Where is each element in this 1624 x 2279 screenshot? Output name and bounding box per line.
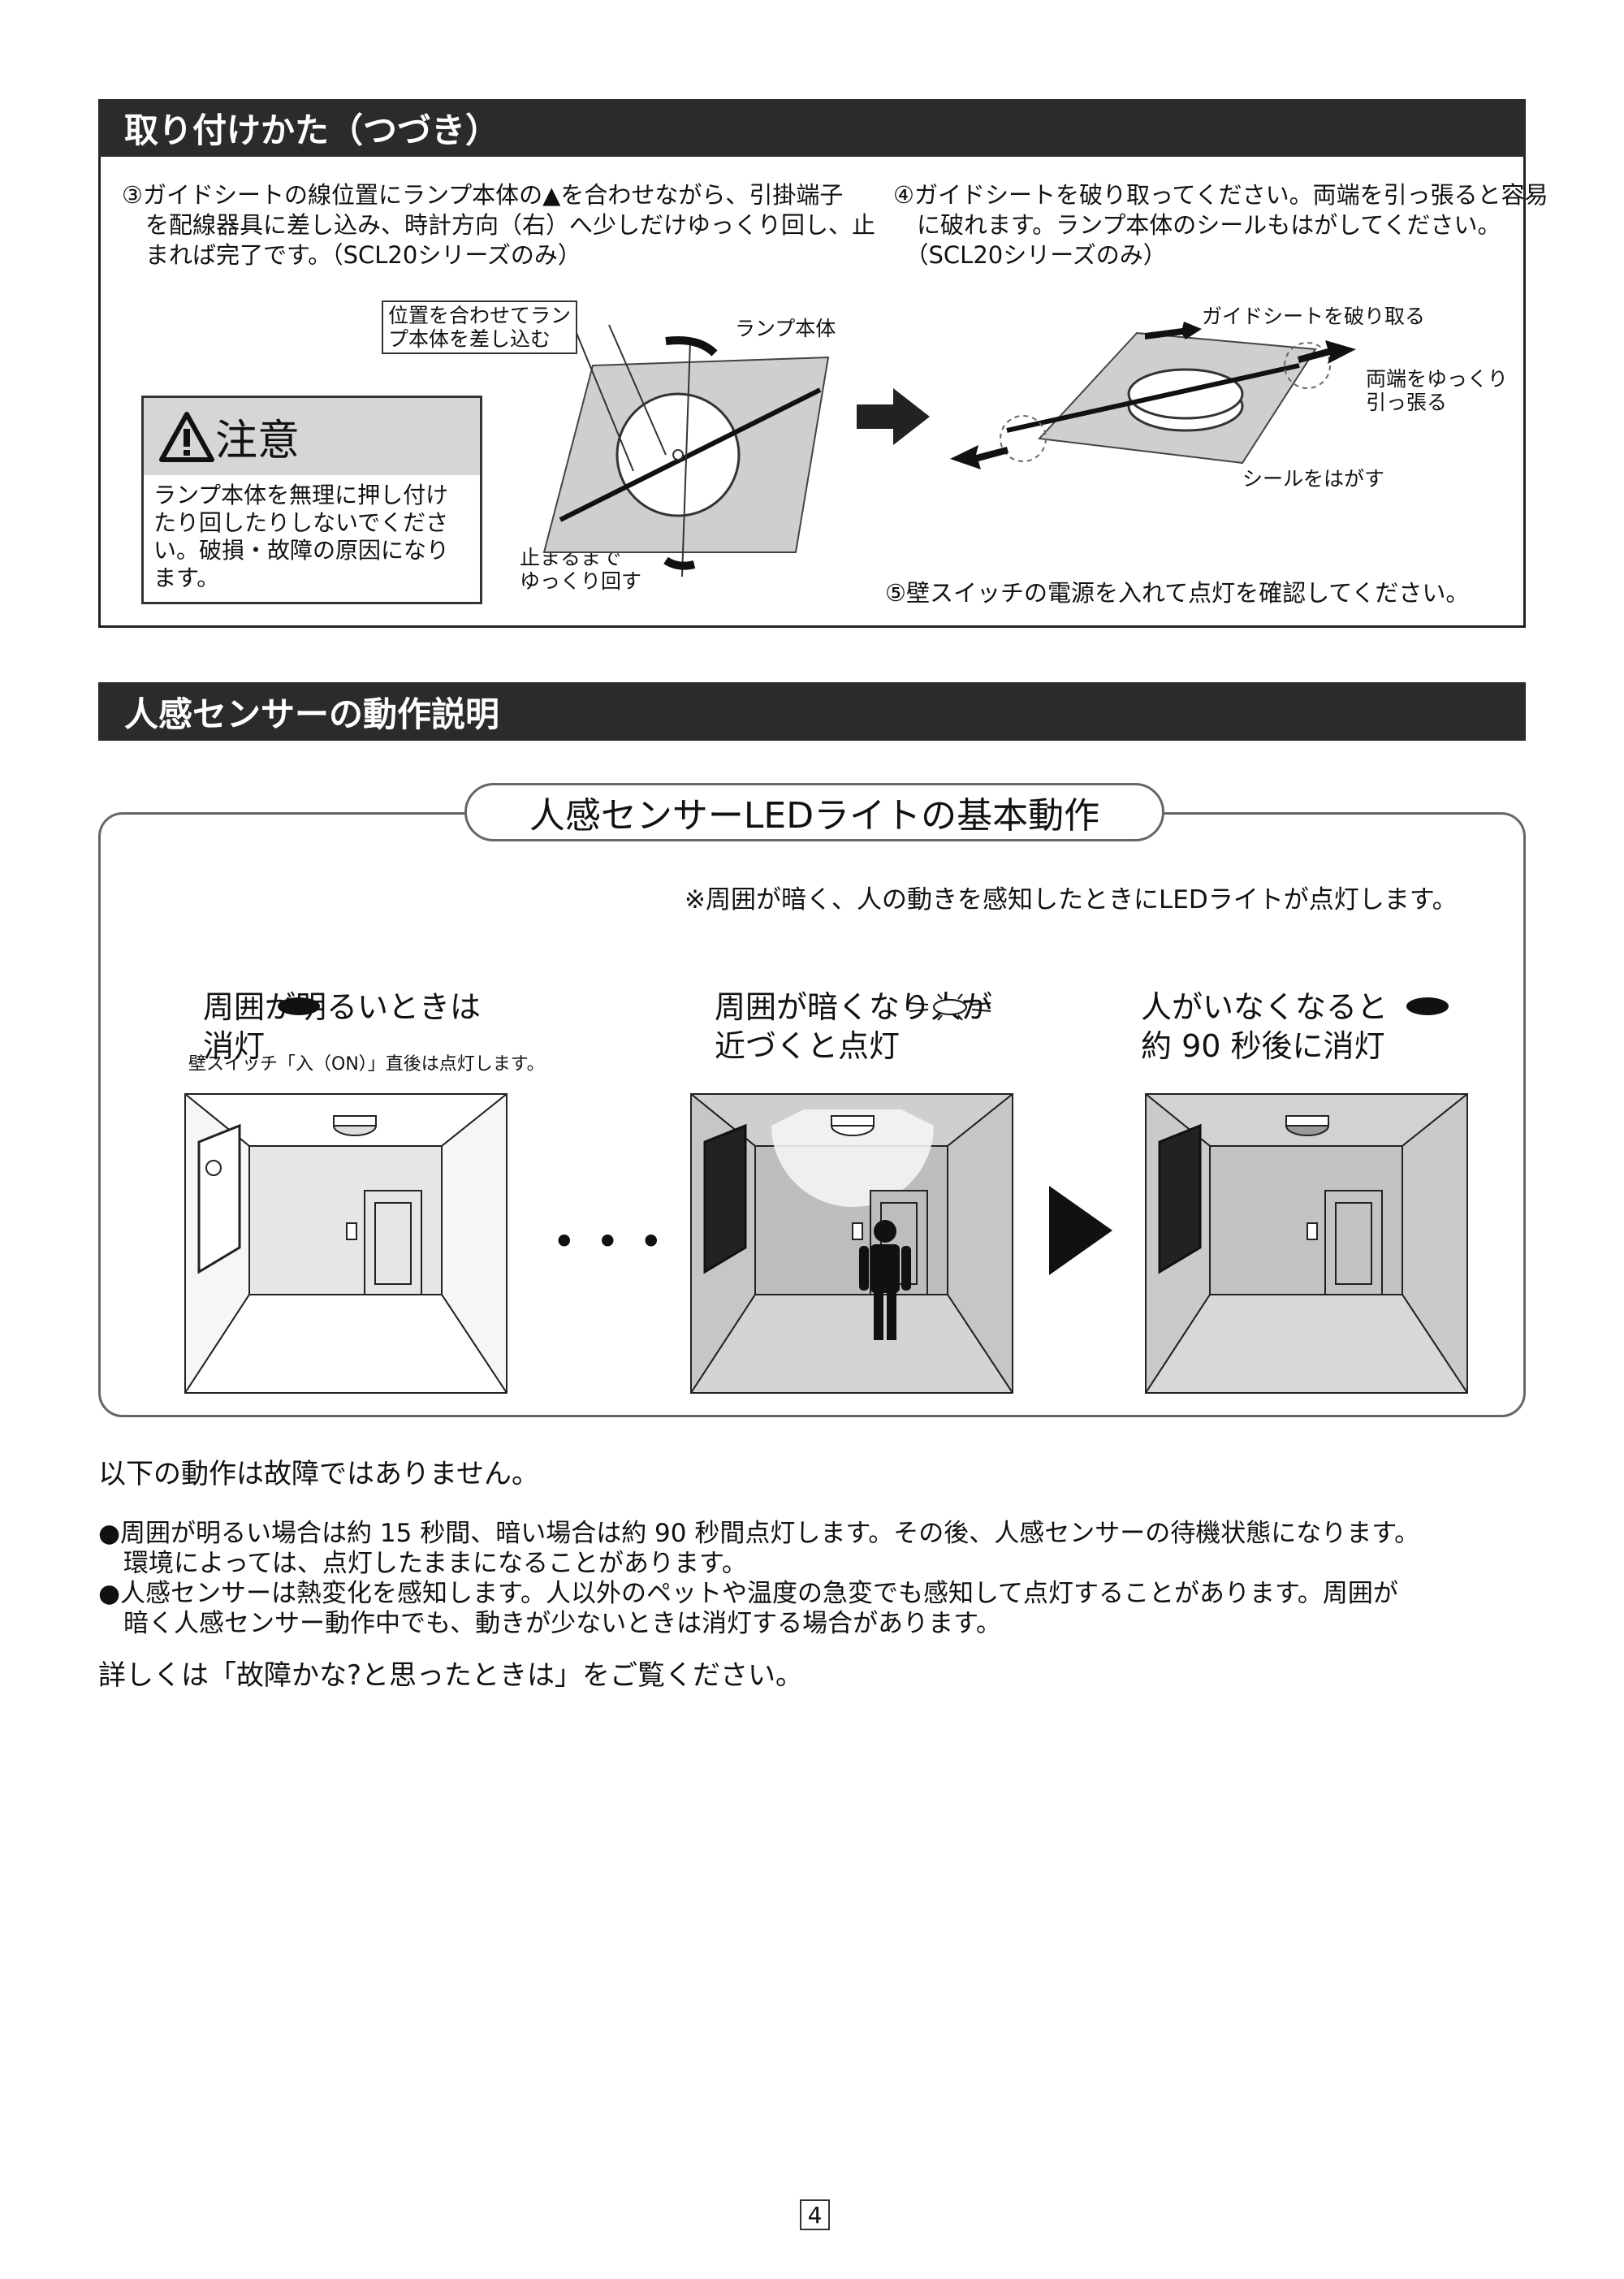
state-leave-text: 人がいなくなると 約 90 秒後に消灯 — [1141, 989, 1389, 1064]
label-lamp-body: ランプ本体 — [735, 317, 836, 340]
section-title-text: 人感センサーの動作説明 — [124, 694, 500, 734]
next-arrow-icon — [857, 388, 930, 445]
caution-title: 注意 — [215, 417, 300, 465]
state-bright-text: 周囲が明るいときは 消灯 — [203, 989, 482, 1064]
step-5-text: ⑤壁スイッチの電源を入れて点灯を確認してください。 — [885, 579, 1470, 607]
sensor-note: ※周囲が暗く、人の動きを感知したときにLEDライトが点灯します。 — [685, 885, 1458, 915]
room-bright-illustration — [184, 1093, 508, 1394]
label-tear-guide: ガイドシートを破り取る — [1202, 305, 1426, 328]
bullet-line: 環境によっては、点灯したままになることがあります。 — [98, 1549, 747, 1578]
see-also-text: 詳しくは「故障かな?と思ったときは」をご覧ください。 — [98, 1659, 804, 1692]
label-peel-seal: シールをはがす — [1242, 467, 1385, 491]
guide-sheet-tear-diagram — [950, 322, 1356, 469]
light-off-icon — [278, 997, 320, 1015]
ellipsis-separator: ••• — [552, 1218, 683, 1265]
lamp-insert-diagram — [542, 324, 830, 577]
light-off-icon — [1406, 997, 1449, 1015]
room-dark-empty-illustration — [1145, 1093, 1468, 1394]
caution-header: 注意 — [144, 398, 480, 475]
wall-switch-note: 壁スイッチ「入（ON）」直後は点灯します。 — [188, 1054, 545, 1075]
section-title-text: 取り付けかた（つづき） — [124, 110, 500, 150]
bullet-line: ●周囲が明るい場合は約 15 秒間、暗い場合は約 90 秒間点灯します。その後、… — [98, 1519, 1420, 1548]
step-3-text: ③ガイドシートの線位置にランプ本体の▲を合わせながら、引掛端子 を配線器具に差し… — [122, 181, 876, 269]
section-title-sensor: 人感センサーの動作説明 — [98, 682, 1526, 741]
light-on-icon — [909, 993, 991, 1021]
state-bright-caption: 周囲が明るいときは 消灯 — [203, 949, 481, 1066]
page-number: 4 — [800, 2199, 830, 2230]
state-leave-caption: 人がいなくなると 約 90 秒後に消灯 — [1141, 949, 1388, 1066]
no-fault-heading: 以下の動作は故障ではありません。 — [98, 1458, 539, 1490]
bullet-line: 暗く人感センサー動作中でも、動きが少ないときは消灯する場合があります。 — [98, 1609, 1001, 1638]
caution-body: ランプ本体を無理に押し付け たり回したりしないでくださ い。破損・故障の原因にな… — [153, 482, 450, 591]
bullet-line: ●人感センサーは熱変化を感知します。人以外のペットや温度の急変でも感知して点灯す… — [98, 1579, 1398, 1608]
caution-box: 注意 ランプ本体を無理に押し付け たり回したりしないでくださ い。破損・故障の原… — [141, 396, 482, 604]
basic-operation-title: 人感センサーLEDライトの基本動作 — [464, 783, 1164, 841]
label-align-insert: 位置を合わせてラン プ本体を差し込む — [382, 301, 578, 354]
step-4-text: ④ガイドシートを破り取ってください。両端を引っ張ると容易 に破れます。ランプ本体… — [893, 181, 1548, 269]
room-dark-person-illustration — [690, 1093, 1013, 1394]
play-arrow-icon — [1049, 1186, 1112, 1275]
warning-icon — [159, 411, 214, 462]
installation-panel — [98, 157, 1526, 628]
label-pull-ends: 両端をゆっくり 引っ張る — [1366, 367, 1509, 414]
section-title-installation: 取り付けかた（つづき） — [98, 99, 1526, 157]
